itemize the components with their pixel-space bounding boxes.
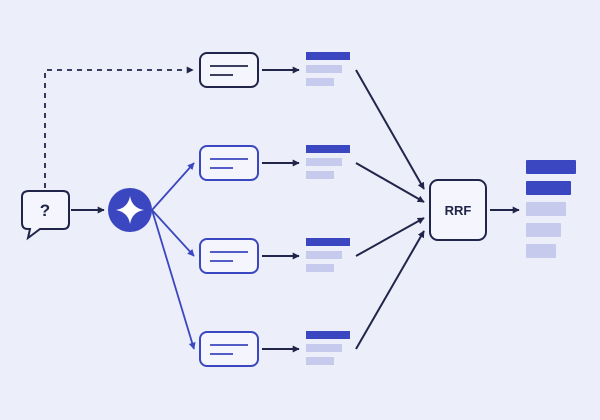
result-list-1 [306,52,350,86]
rewriter-to-query-3-arrow [151,209,195,257]
results-1-to-rrf-arrow [355,69,425,190]
question-symbol: ? [40,201,50,220]
rewritten-query-box-2 [199,238,259,274]
result-list-2 [306,145,350,179]
results-4-to-rrf-arrow [355,230,425,350]
rewritten-query-box-1 [199,145,259,181]
rewriter-to-query-4-arrow [151,209,196,350]
direct-query-dashed-arrow [44,66,194,188]
results-3-to-rrf-arrow [355,217,425,257]
original-query-box [199,52,259,88]
sparkle-icon [116,196,144,224]
rewritten-query-box-3 [199,331,259,367]
speech-bubble-question-icon: ? [21,190,70,241]
final-ranked-list [526,160,576,258]
result-list-4 [306,331,350,365]
query-rewriter-node [108,188,152,232]
rrf-label: RRF [445,203,472,218]
rrf-fusion-box: RRF [429,179,487,241]
result-list-3 [306,238,350,272]
results-2-to-rrf-arrow [355,162,425,203]
rewriter-to-query-2-arrow [151,162,195,211]
